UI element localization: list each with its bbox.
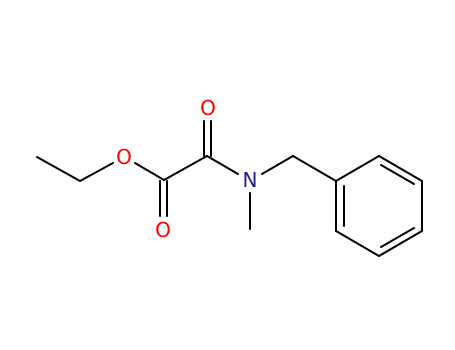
ring-bond-5 <box>335 230 380 257</box>
atom-label-o-carbonyl-top: O <box>200 96 216 120</box>
atom-label-n-amide: N <box>243 168 258 192</box>
bond-ch2-o-ester <box>79 162 114 182</box>
ring-bond-2 <box>378 155 423 182</box>
bond-c-amide-n <box>206 155 239 175</box>
ring-inner-bond-1 <box>380 164 415 185</box>
ring-bond-4 <box>378 230 423 257</box>
ring-bond-1 <box>335 155 380 182</box>
bond-ch2-ring <box>292 155 337 182</box>
ring-inner-bond-2 <box>380 227 415 248</box>
bond-n-ch2-benzyl <box>261 155 294 175</box>
bond-ch3-ch2 <box>36 156 81 182</box>
bond-c-ester-c-amide <box>163 155 208 181</box>
atom-label-o-carbonyl-bottom: O <box>155 218 171 242</box>
atom-label-o-ester: O <box>116 145 132 169</box>
bond-o-ester-c-ester <box>134 162 165 181</box>
